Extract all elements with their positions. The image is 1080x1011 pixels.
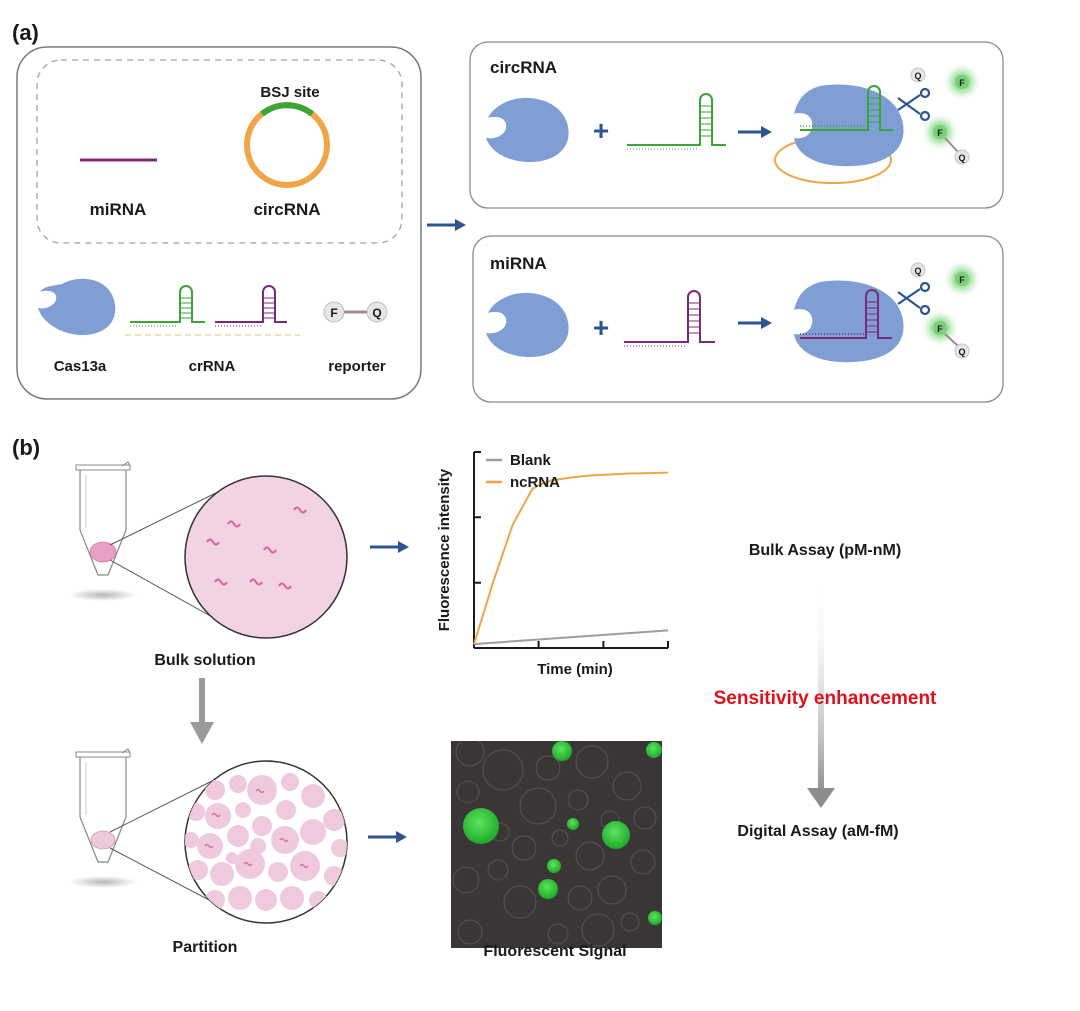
crrna-label: crRNA [189,358,236,375]
chart-y-axis-label: Fluorescence intensity [436,468,453,631]
crrna-green-icon [130,285,205,327]
sensitivity-arrow [807,580,835,808]
arrow-to-chart [370,541,409,553]
partition-tube-icon [69,748,137,888]
inputs-box [16,46,422,400]
circrna-label: circRNA [253,200,320,219]
arrow-to-signal [368,831,407,843]
fluorescent-signal-image [451,741,662,948]
bulk-solution-label: Bulk solution [154,652,255,669]
arrow-to-reactions [427,219,466,231]
complex-circ [774,84,904,184]
reporter-icon: F Q [323,301,388,323]
arrow-circ [738,126,772,138]
mirna-reaction-title: miRNA [490,254,547,273]
panel-b-label: (b) [12,435,40,460]
partition-zoom-circle [184,760,348,924]
arrow-mirna [738,317,772,329]
mirna-reaction-box [472,235,1004,403]
bulk-zoom-circle [184,475,348,639]
reporter-f: F [330,306,337,320]
crrna-purple-icon [215,285,287,327]
reporter-q: Q [372,306,381,320]
quencher-q-mirna-2: Q [958,347,965,357]
cas13a-label: Cas13a [54,358,107,375]
bulk-tube-icon [69,461,137,601]
mirna-label: miRNA [90,200,147,219]
complex-mirna [794,280,904,363]
scissors-mirna-icon [897,281,931,316]
partition-label: Partition [173,939,238,956]
bsj-site-label: BSJ site [260,84,319,101]
sensitivity-enhancement-label: Sensitivity enhancement [714,688,937,709]
circrna-ring-icon [244,102,330,188]
quencher-q-circ-2: Q [958,153,965,163]
panel-a-label: (a) [12,20,39,45]
quencher-q-circ-1: Q [914,71,921,81]
crrna-circ-icon [627,93,726,150]
cas13a-icon [38,278,116,336]
circrna-reaction-title: circRNA [490,58,557,77]
plus-circ: + [593,115,609,146]
fluorophore-f-mirna-2: F [937,324,943,334]
bulk-assay-label: Bulk Assay (pM-nM) [749,542,901,559]
fluorescent-signal-label: Fluorescent Signal [483,943,626,960]
scissors-circ-icon [897,87,931,122]
bsj-site-arc [260,102,314,117]
fluorophore-f-circ-1: F [959,78,965,88]
reporter-label: reporter [328,358,386,375]
arrow-to-partition [190,678,214,744]
targets-dashed-box [36,59,403,244]
fluorophore-f-mirna-1: F [959,275,965,285]
crrna-mirna-icon [624,290,715,347]
cas13a-circ-icon [486,97,569,163]
fluorescence-chart: Blank ncRNA Time (min) Fluorescence inten… [436,451,669,678]
legend-label-blank: Blank [510,452,552,469]
cas13a-mirna-icon [486,292,569,358]
legend-label-ncrna: ncRNA [510,474,560,491]
digital-assay-label: Digital Assay (aM-fM) [737,823,898,840]
chart-series-blank [473,629,669,646]
quencher-q-mirna-1: Q [914,266,921,276]
plus-mirna: + [593,312,609,343]
circrna-reaction-box [469,41,1004,209]
fluorophore-f-circ-2: F [937,128,943,138]
chart-series-ncrna [473,471,669,645]
chart-x-axis-label: Time (min) [537,661,613,678]
